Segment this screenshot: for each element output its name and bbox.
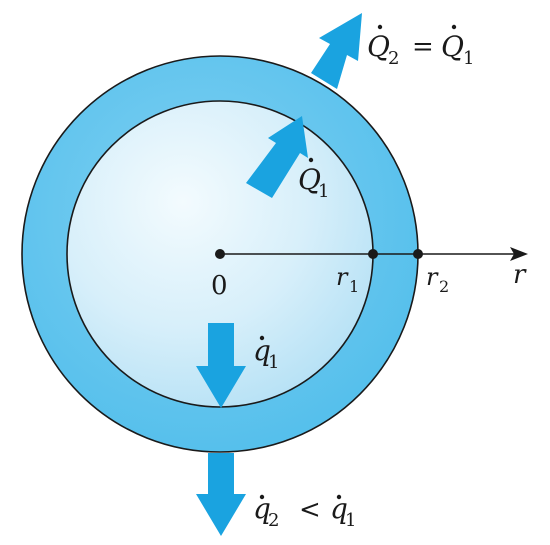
svg-text:Q: Q bbox=[298, 163, 321, 196]
svg-text:Q: Q bbox=[367, 30, 390, 63]
q1-dot-label: Q 1 bbox=[298, 157, 329, 202]
q1-flux-arrow bbox=[196, 323, 246, 408]
r2-label: r 2 bbox=[426, 263, 449, 296]
svg-text:r: r bbox=[426, 263, 439, 291]
svg-text:q: q bbox=[330, 492, 348, 525]
r2-point bbox=[413, 249, 423, 259]
q1-dot-heat-rate-arrow bbox=[246, 116, 308, 198]
svg-text:1: 1 bbox=[268, 352, 279, 373]
q2-dot-heat-rate-arrow bbox=[311, 13, 362, 89]
svg-text:2: 2 bbox=[268, 510, 279, 531]
svg-text:1: 1 bbox=[349, 277, 359, 296]
r1-point bbox=[368, 249, 378, 259]
svg-text:1: 1 bbox=[318, 181, 329, 202]
svg-text:r: r bbox=[336, 263, 349, 291]
svg-text:1: 1 bbox=[463, 48, 474, 69]
r1-label: r 1 bbox=[336, 263, 359, 296]
svg-text:=: = bbox=[412, 32, 434, 62]
svg-text:2: 2 bbox=[439, 277, 449, 296]
svg-text:r: r bbox=[513, 260, 527, 290]
origin-label: 0 bbox=[211, 271, 228, 301]
svg-text:2: 2 bbox=[388, 48, 399, 69]
svg-text:q: q bbox=[253, 492, 271, 525]
origin-point bbox=[215, 249, 225, 259]
svg-text:q: q bbox=[253, 334, 271, 367]
svg-text:0: 0 bbox=[211, 271, 228, 301]
q2-equals-q1-label: Q 2 = Q 1 bbox=[367, 24, 474, 69]
q2-flux-arrow bbox=[196, 453, 246, 536]
q2-less-than-q1-label: q 2 < q 1 bbox=[253, 492, 356, 531]
r-axis-label: r bbox=[513, 260, 527, 290]
svg-text:Q: Q bbox=[441, 30, 464, 63]
radial-axis-arrowhead bbox=[510, 247, 528, 261]
svg-text:1: 1 bbox=[345, 510, 356, 531]
q1-flux-label: q 1 bbox=[253, 334, 279, 373]
svg-text:<: < bbox=[299, 495, 321, 525]
